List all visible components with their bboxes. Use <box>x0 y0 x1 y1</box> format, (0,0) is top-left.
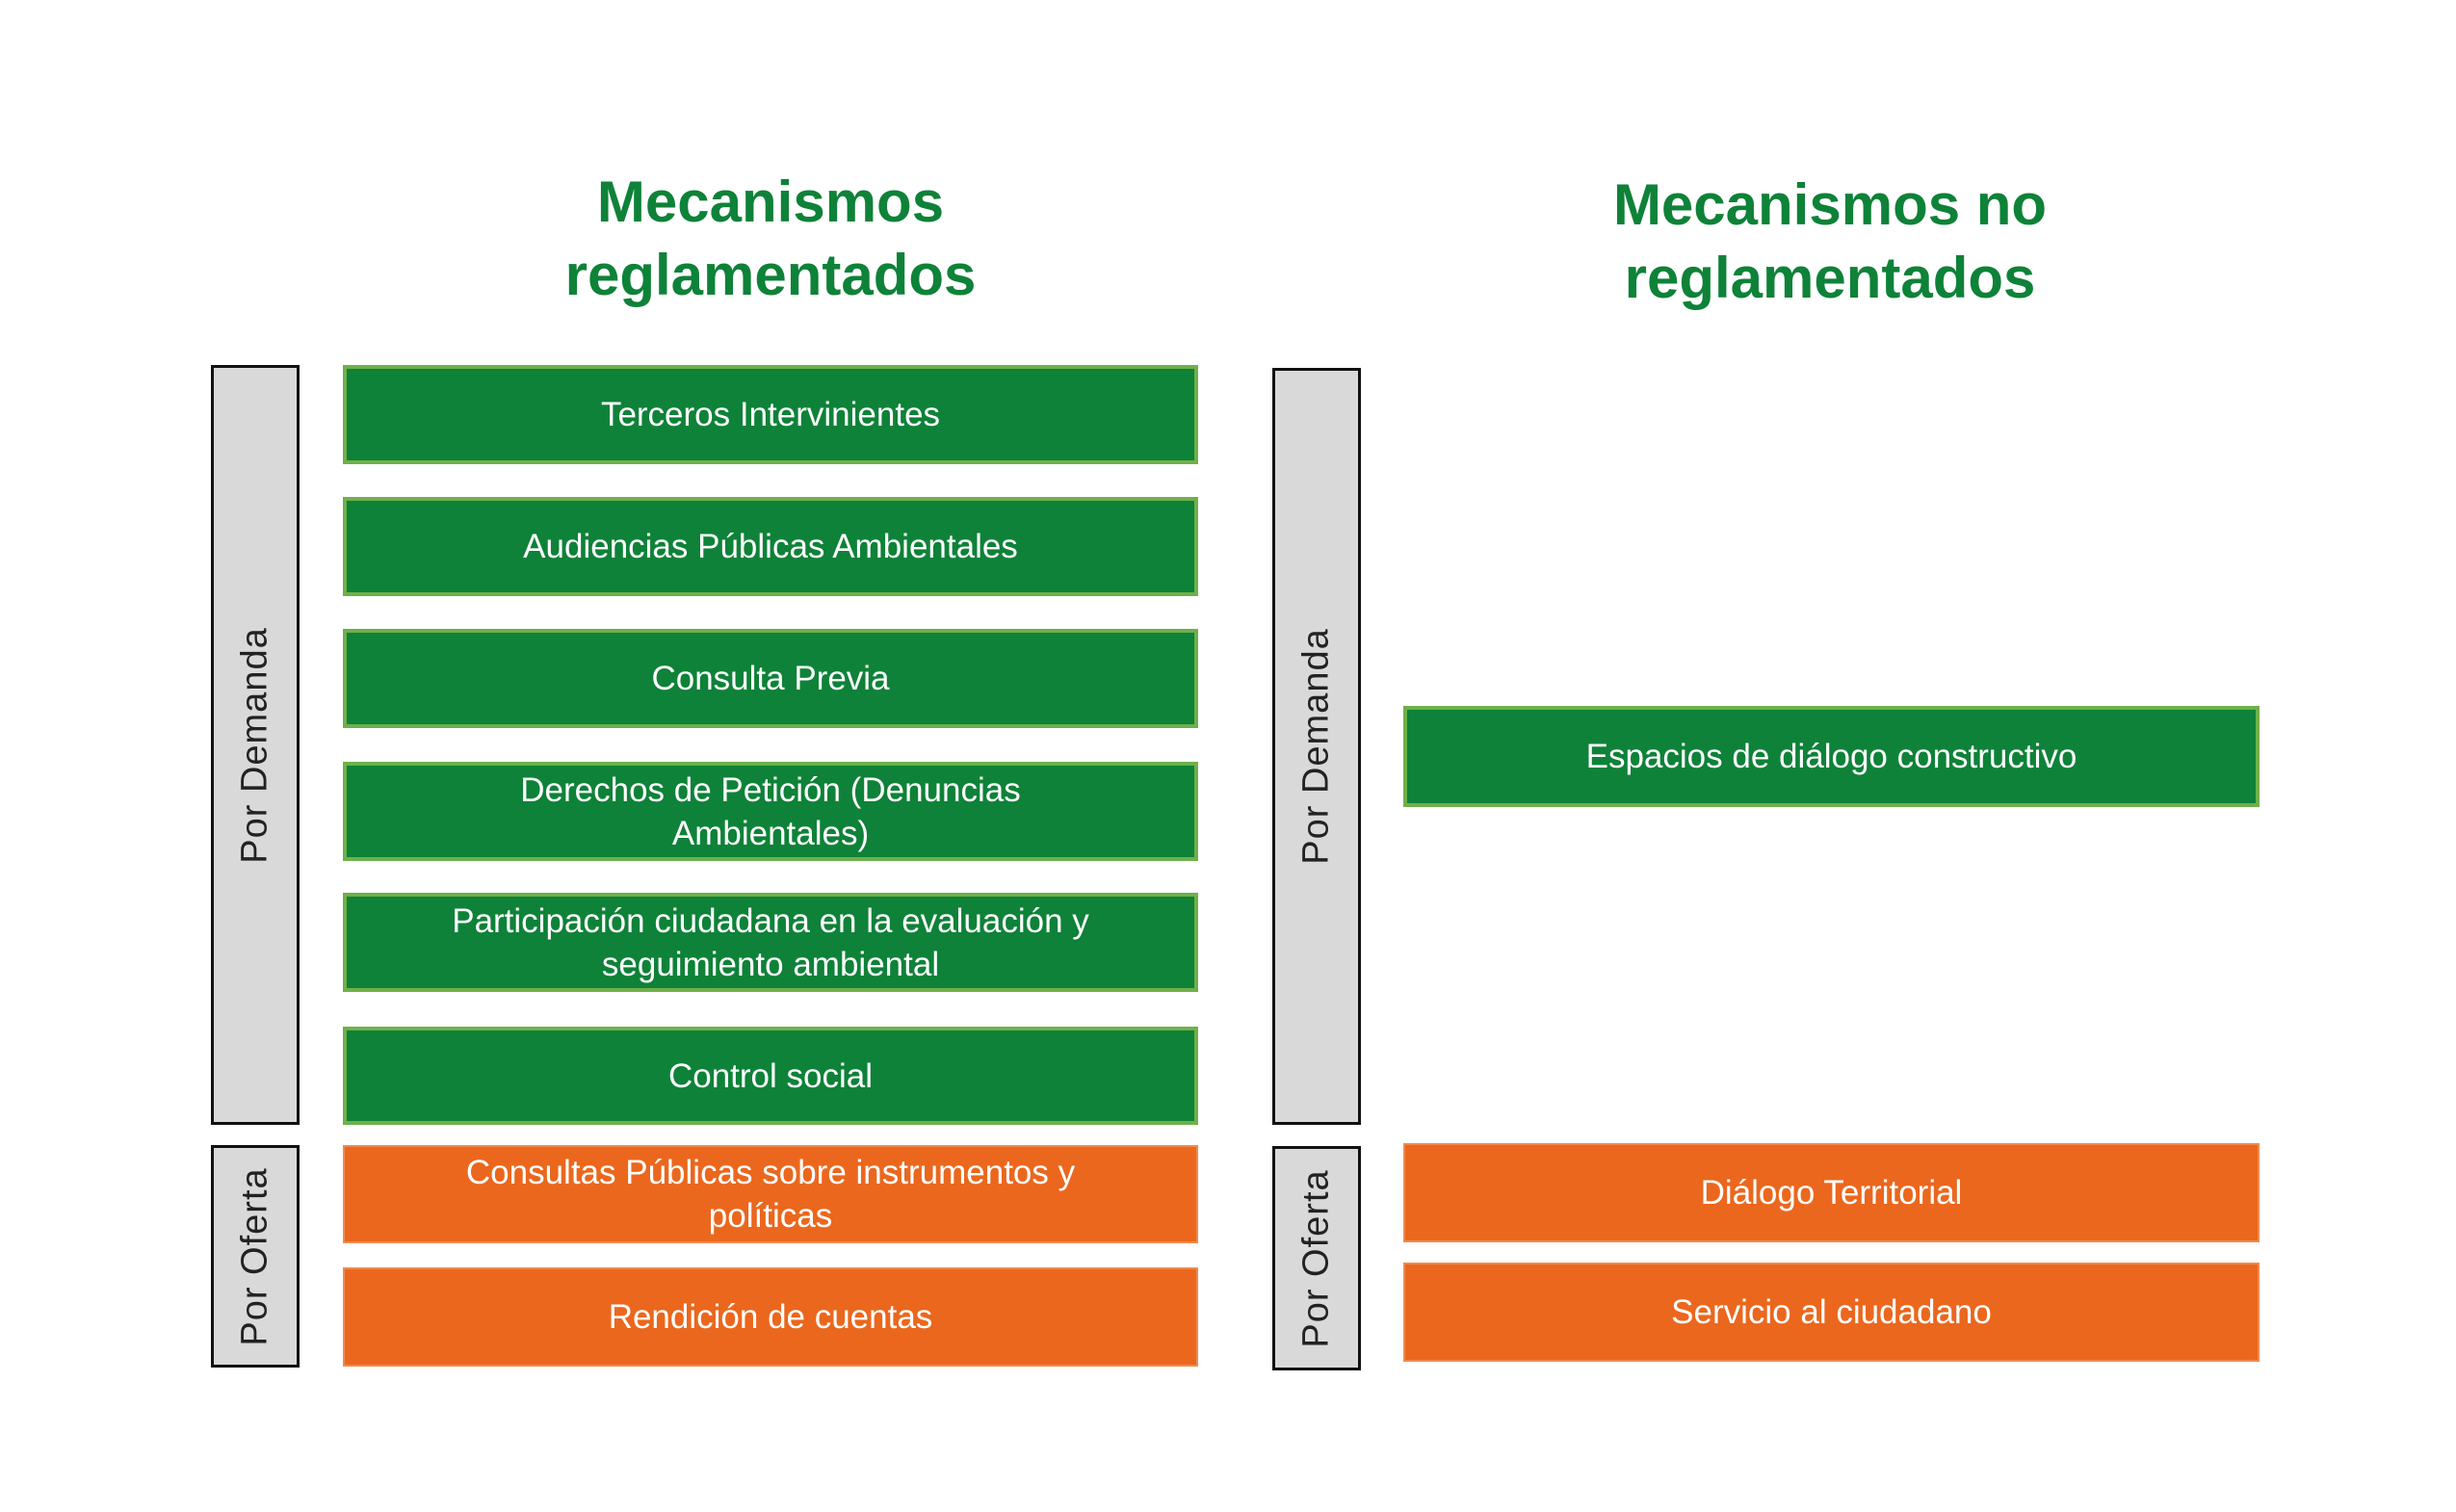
mechanism-box: Consultas Públicas sobre instrumentos y … <box>343 1145 1198 1243</box>
mechanism-label: Consulta Previa <box>651 660 890 697</box>
mechanism-box: Rendición de cuentas <box>343 1267 1198 1367</box>
mechanism-label: Audiencias Públicas Ambientales <box>523 528 1018 565</box>
category-label: Por Oferta <box>234 1166 275 1346</box>
column-title-no-reglamentados: Mecanismos no reglamentados <box>1397 169 2263 315</box>
mechanism-label: Servicio al ciudadano <box>1671 1293 1992 1331</box>
category-bar-por-demanda-right: Por Demanda <box>1272 368 1361 1125</box>
mechanism-box: Espacios de diálogo constructivo <box>1403 706 2260 807</box>
column-title-reglamentados: Mecanismos reglamentados <box>337 166 1204 312</box>
mechanism-box: Diálogo Territorial <box>1403 1143 2260 1242</box>
mechanism-box: Servicio al ciudadano <box>1403 1263 2260 1362</box>
mechanism-label: Rendición de cuentas <box>608 1298 933 1336</box>
category-bar-por-demanda-left: Por Demanda <box>211 365 300 1125</box>
mechanism-label: Participación ciudadana en la evaluación… <box>452 901 1089 983</box>
category-label: Por Demanda <box>1295 628 1337 865</box>
mechanism-box: Participación ciudadana en la evaluación… <box>343 893 1198 992</box>
mechanism-label: Terceros Intervinientes <box>600 396 941 433</box>
mechanism-box: Audiencias Públicas Ambientales <box>343 497 1198 596</box>
mechanism-label: Espacios de diálogo constructivo <box>1585 738 2077 775</box>
mechanism-box: Consulta Previa <box>343 629 1198 728</box>
mechanism-box: Terceros Intervinientes <box>343 365 1198 464</box>
mechanism-label: Consultas Públicas sobre instrumentos y … <box>465 1154 1076 1235</box>
category-label: Por Demanda <box>234 626 275 864</box>
mechanism-label: Derechos de Petición (Denuncias Ambienta… <box>520 770 1021 852</box>
category-bar-por-oferta-left: Por Oferta <box>211 1145 300 1368</box>
title-line-2: reglamentados <box>564 243 977 307</box>
category-bar-por-oferta-right: Por Oferta <box>1272 1146 1361 1370</box>
mechanism-box: Derechos de Petición (Denuncias Ambienta… <box>343 762 1198 861</box>
title-line-1: Mecanismos <box>596 169 945 234</box>
mechanism-label: Diálogo Territorial <box>1700 1174 1963 1212</box>
category-label: Por Oferta <box>1295 1168 1337 1348</box>
title-line-1: Mecanismos no <box>1612 172 2048 237</box>
mechanism-label: Control social <box>667 1056 874 1095</box>
title-line-2: reglamentados <box>1624 246 2036 310</box>
mechanism-box: Control social <box>343 1027 1198 1125</box>
